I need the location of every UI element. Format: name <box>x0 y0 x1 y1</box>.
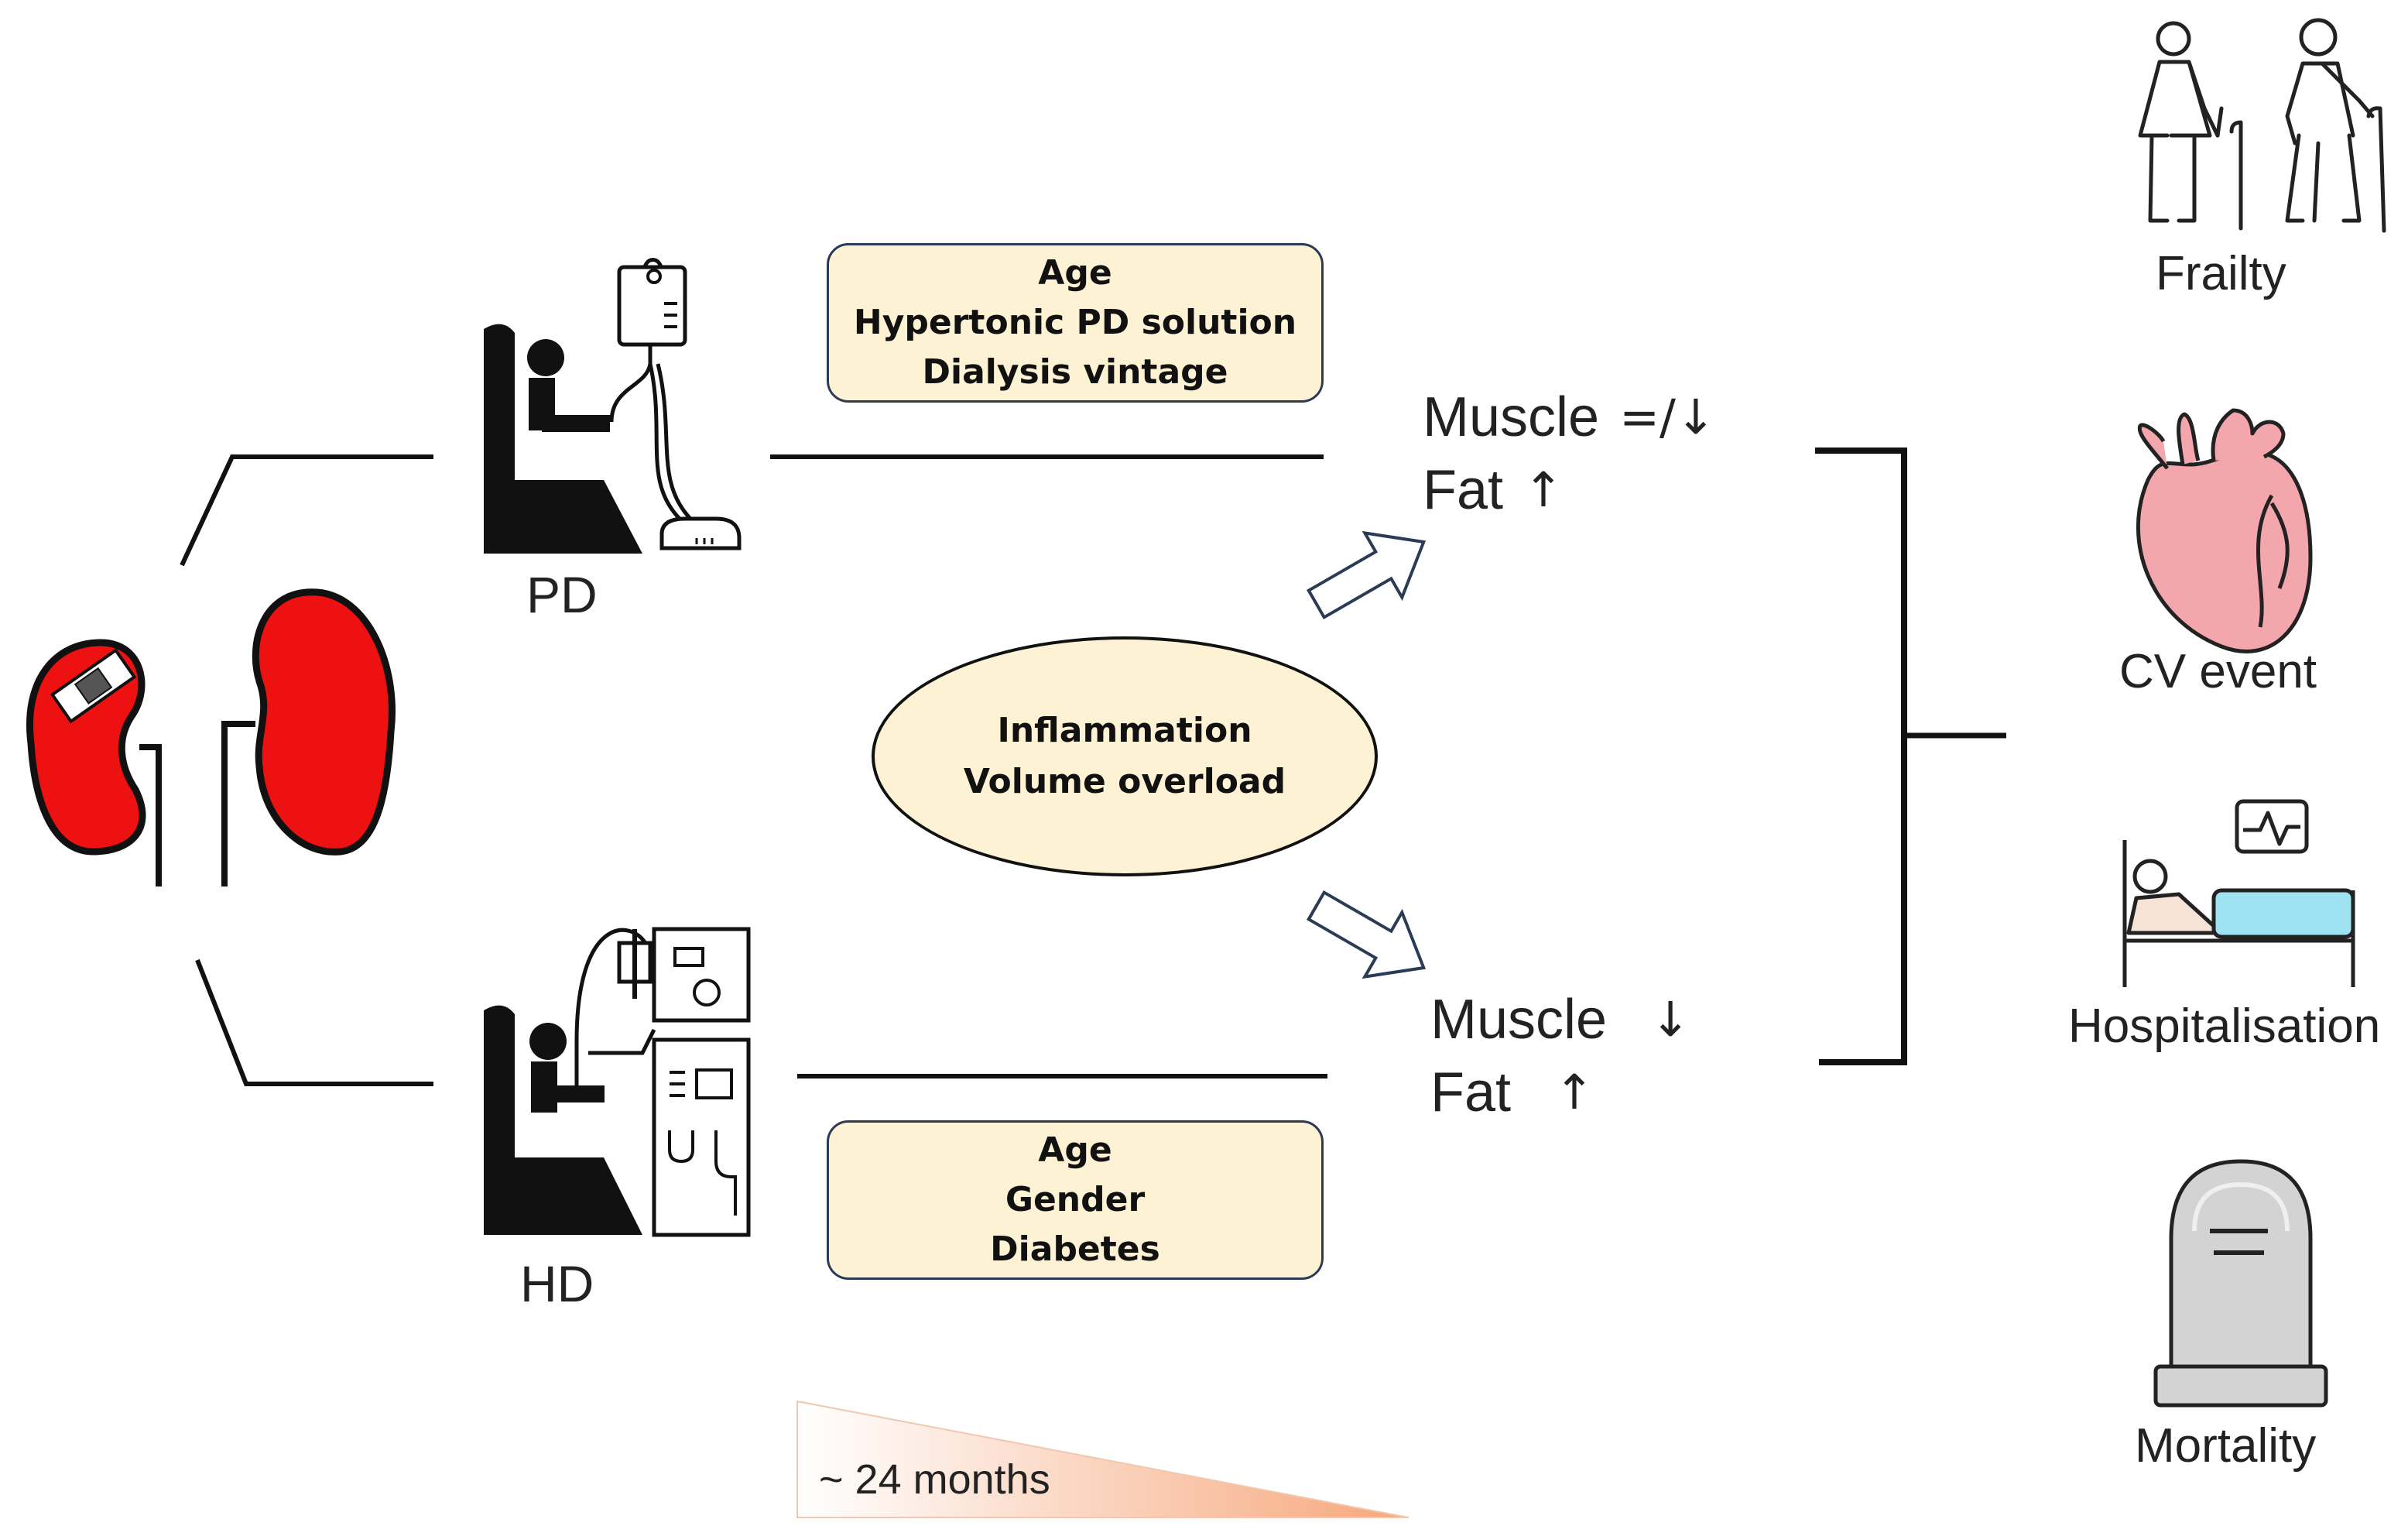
pd-patient-icon <box>484 258 742 554</box>
pd-muscle-label: Muscle <box>1423 386 1600 448</box>
hd-risk-factors-box: Age Gender Diabetes <box>827 1120 1324 1280</box>
outcome-hospitalisation-label: Hospitalisation <box>2068 1000 2381 1053</box>
hd-factor-age: Age <box>1038 1130 1112 1170</box>
timeline-label: ~ 24 months <box>819 1456 1050 1503</box>
frailty-icon <box>2138 18 2386 233</box>
pd-muscle-change: =/↓ <box>1619 389 1716 445</box>
hd-factor-diabetes: Diabetes <box>990 1229 1160 1269</box>
heart-icon <box>2136 408 2313 653</box>
hollow-arrow-icon <box>1306 890 1427 979</box>
hollow-arrow-icon <box>1306 530 1427 620</box>
pd-fat-label: Fat <box>1423 459 1504 521</box>
shared-factors-ellipse: Inflammation Volume overload <box>872 636 1378 876</box>
outcome-frailty-label: Frailty <box>2156 247 2286 300</box>
tombstone-icon <box>2153 1159 2328 1408</box>
outcome-cv-event-label: CV event <box>2119 645 2317 698</box>
hd-fat-change: ↑ <box>1554 1064 1594 1120</box>
pd-factor-dialysis-vintage: Dialysis vintage <box>922 352 1228 392</box>
hd-muscle-label: Muscle <box>1430 989 1608 1051</box>
pd-risk-factors-box: Age Hypertonic PD solution Dialysis vint… <box>827 243 1324 403</box>
pd-branch-line <box>180 454 433 567</box>
pd-body-composition: Muscle =/↓ Fat ↑ <box>1423 381 1716 526</box>
outcome-bracket <box>1815 448 1907 1065</box>
pd-label: PD <box>526 566 598 623</box>
hd-patient-icon <box>484 927 751 1237</box>
kidney-icon <box>26 588 396 886</box>
shared-factor-volume-overload: Volume overload <box>963 762 1286 801</box>
outcome-mortality-label: Mortality <box>2135 1419 2317 1473</box>
hd-factor-gender: Gender <box>1005 1180 1146 1219</box>
pd-factor-hypertonic-solution: Hypertonic PD solution <box>853 303 1297 342</box>
pd-factor-age: Age <box>1038 253 1112 293</box>
hd-branch-line <box>195 958 433 1086</box>
hd-muscle-change: ↓ <box>1650 991 1691 1048</box>
hd-fat-label: Fat <box>1430 1061 1512 1123</box>
hd-body-composition: Muscle ↓ Fat ↑ <box>1430 983 1690 1129</box>
hd-label: HD <box>520 1255 594 1312</box>
hospital-bed-icon <box>2122 799 2355 987</box>
pd-fat-change: ↑ <box>1523 461 1564 518</box>
timeline-wedge <box>796 1400 1410 1518</box>
shared-factor-inflammation: Inflammation <box>997 711 1252 750</box>
